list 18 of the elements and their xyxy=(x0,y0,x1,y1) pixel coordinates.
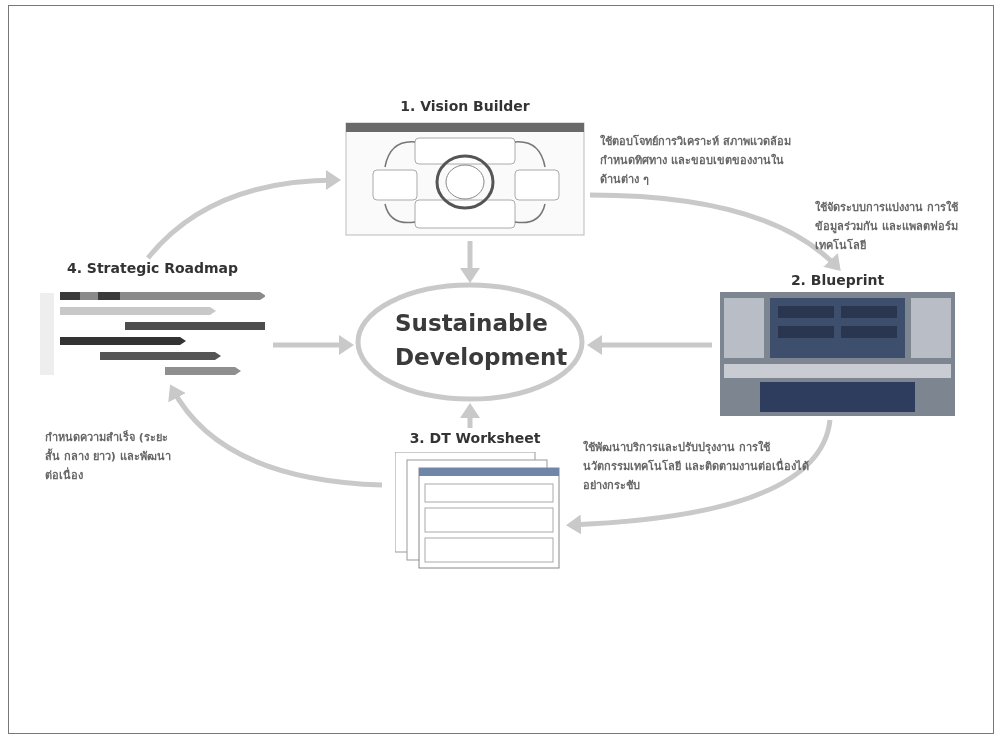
arrow xyxy=(460,241,480,283)
arrow xyxy=(169,384,383,488)
description-text: ใช้พัฒนาบริการและปรับปรุงงาน การใช้นวัตกรรมเทคโนโลยี และติดตามงานต่อเนื่องได้อย่างกระชับ xyxy=(583,439,810,494)
heading-text: 1. Vision Builder xyxy=(399,98,531,114)
ellipse-node xyxy=(355,282,585,402)
heading-text: 3. DT Worksheet xyxy=(408,430,542,446)
arrow xyxy=(273,335,354,355)
description-text: ใช้ตอบโจทย์การวิเคราะห์ สภาพแวดล้อม กำหนดทิศทาง และขอบเขตของงานในด้านต่าง ๆ xyxy=(600,133,792,188)
heading-text: 4. Strategic Roadmap xyxy=(65,260,240,276)
arrow xyxy=(566,419,833,535)
arrow xyxy=(589,192,841,271)
arrow xyxy=(146,170,341,260)
arrow xyxy=(460,403,480,428)
heading-text: 2. Blueprint xyxy=(789,272,886,288)
description-text: ใช้จัดระบบการแบ่งงาน การใช้ข้อมูลร่วมกัน และแพลตฟอร์มเทคโนโลยี xyxy=(815,199,959,254)
node-label: Sustainable Development xyxy=(394,309,569,372)
description-text: กำหนดความสำเร็จ (ระยะสั้น กลาง ยาว) และพัฒนาต่อเนื่อง xyxy=(45,429,172,484)
arrow xyxy=(587,335,712,355)
